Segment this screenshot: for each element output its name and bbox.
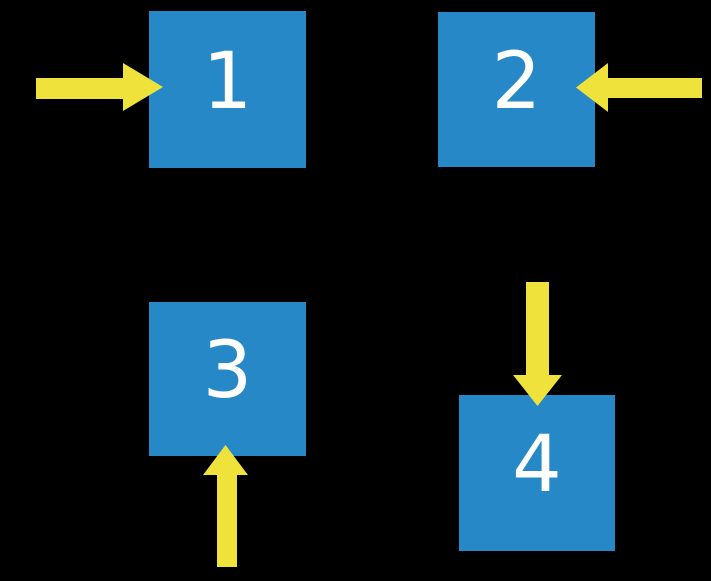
left-arrow-icon <box>576 63 702 112</box>
square-2-label: 2 <box>491 36 542 127</box>
up-arrow-icon <box>203 445 248 567</box>
square-3-label: 3 <box>202 326 253 416</box>
square-1-label: 1 <box>202 36 253 127</box>
square-4-label: 4 <box>512 420 562 510</box>
square-1: 1 <box>149 11 306 168</box>
down-arrow-icon <box>513 282 562 406</box>
square-3: 3 <box>149 302 306 456</box>
square-2: 2 <box>438 12 595 167</box>
right-arrow-icon <box>36 63 163 111</box>
square-4: 4 <box>459 395 615 551</box>
